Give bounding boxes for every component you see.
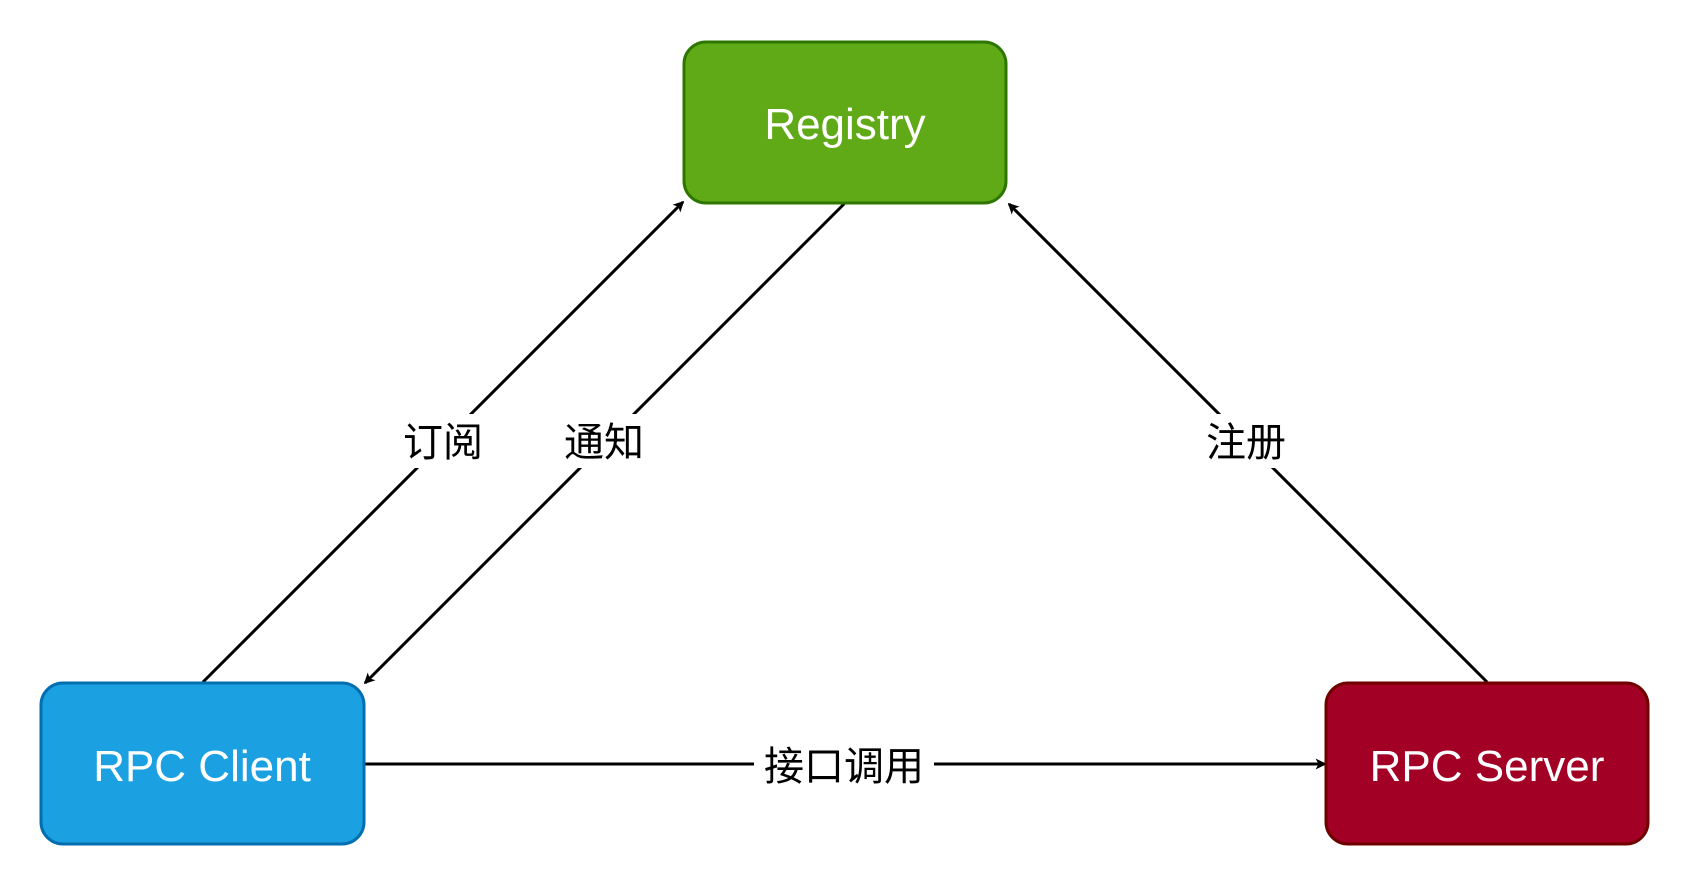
node-rpc-client-label: RPC Client: [93, 742, 311, 791]
edge-register-label: 注册: [1206, 420, 1286, 466]
edge-register-label-bg: [1201, 414, 1291, 468]
node-registry-label: Registry: [764, 100, 925, 149]
edge-subscribe[interactable]: 订阅: [201, 200, 685, 684]
edge-subscribe-label: 订阅: [403, 420, 483, 466]
edge-subscribe-label-bg: [398, 414, 488, 468]
edge-notify-label-bg: [559, 414, 649, 468]
node-rpc-server[interactable]: RPC Server: [1324, 681, 1650, 846]
edge-invoke-label-bg: [754, 738, 934, 792]
node-rpc-client[interactable]: RPC Client: [39, 681, 366, 846]
edge-invoke-label: 接口调用: [764, 744, 924, 790]
node-registry-box[interactable]: [682, 40, 1008, 205]
node-rpc-client-box[interactable]: [39, 681, 366, 846]
node-registry[interactable]: Registry: [682, 40, 1008, 205]
node-rpc-server-box[interactable]: [1324, 681, 1650, 846]
edge-invoke[interactable]: 接口调用: [364, 738, 1327, 792]
edge-notify-label: 通知: [564, 420, 644, 466]
node-rpc-server-label: RPC Server: [1370, 742, 1605, 791]
edge-notify[interactable]: 通知: [363, 201, 847, 685]
edge-register[interactable]: 注册: [1007, 202, 1489, 684]
